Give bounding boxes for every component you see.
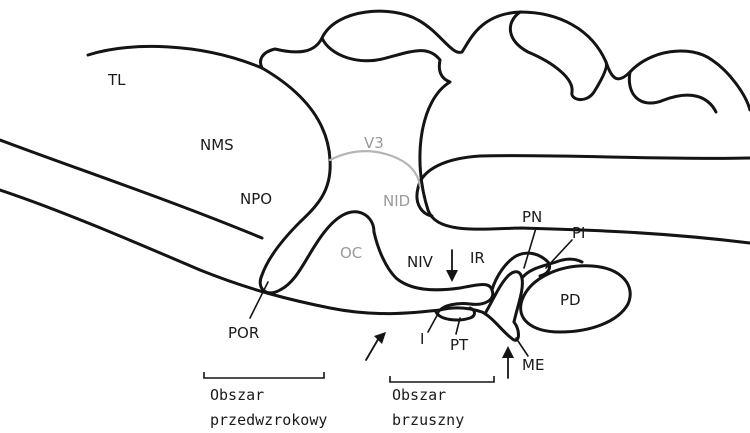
- ventral-bracket: [390, 376, 494, 382]
- ventral-region-subtitle: brzuszny: [392, 411, 464, 429]
- v3-faint-outline: [330, 151, 420, 186]
- label-pn: PN: [522, 208, 542, 226]
- nid-lobe-contour: [420, 60, 750, 243]
- gyrus-fold-two: [510, 12, 606, 100]
- arrow-down-icon: [446, 250, 458, 282]
- me-leader: [516, 338, 528, 356]
- pi-leader: [546, 240, 572, 268]
- brain-left-edge: [0, 140, 262, 238]
- pn-leader: [524, 228, 536, 268]
- label-tl: TL: [107, 71, 126, 89]
- nid-lobe-inner: [417, 156, 750, 216]
- label-oc: OC: [340, 244, 362, 262]
- label-me: ME: [522, 356, 544, 374]
- preoptic-region-title: Obszar: [210, 386, 264, 404]
- label-v3: V3: [364, 134, 384, 152]
- arrow-up-right-icon: [366, 332, 386, 360]
- label-i: I: [420, 330, 424, 348]
- i-leader: [428, 310, 440, 332]
- label-ir: IR: [470, 249, 485, 267]
- label-niv: NIV: [407, 253, 434, 271]
- brain-upper-contour: [88, 11, 750, 110]
- third-ventricle-left-wall: [262, 68, 330, 275]
- label-nid: NID: [383, 192, 410, 210]
- label-npo: NPO: [240, 190, 272, 208]
- gyrus-fold-one: [322, 38, 440, 61]
- label-pi: PI: [572, 224, 585, 242]
- infundibulum-floor: [374, 232, 493, 310]
- preoptic-bracket: [204, 372, 324, 378]
- label-nms: NMS: [200, 136, 234, 154]
- gyrus-fold-three: [629, 72, 716, 112]
- label-por: POR: [228, 324, 259, 342]
- label-pt: PT: [450, 336, 469, 354]
- preoptic-region-subtitle: przedwzrokowy: [210, 411, 327, 429]
- label-pd: PD: [560, 291, 581, 309]
- ventral-region-title: Obszar: [392, 386, 446, 404]
- arrow-up-icon: [502, 346, 514, 378]
